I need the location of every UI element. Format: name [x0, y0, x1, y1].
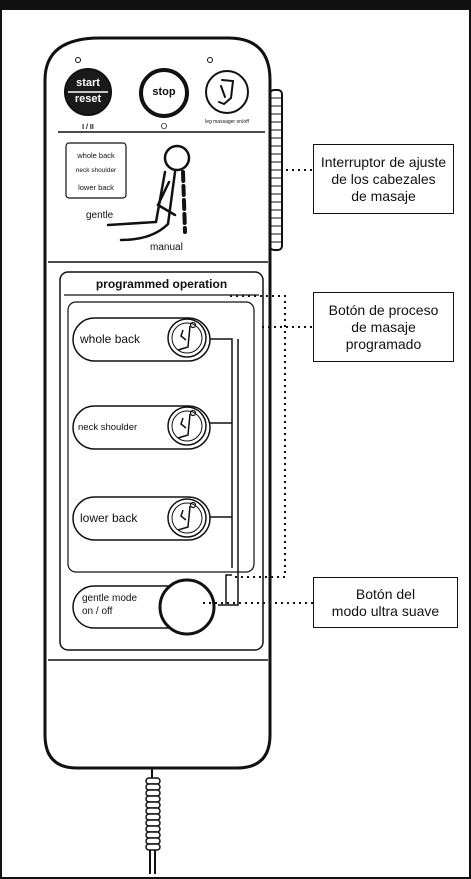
- start-reset-symbol: I / II: [82, 124, 94, 131]
- leg-icon: [218, 79, 235, 105]
- callout-head-adjust: Interruptor de ajuste de los cabezales d…: [313, 144, 454, 214]
- gentle-mode-button[interactable]: [158, 578, 216, 636]
- lower-back-label: lower back: [80, 511, 138, 525]
- gentle-label: gentle: [86, 210, 114, 221]
- start-reset-button[interactable]: [64, 68, 112, 116]
- lower-back-icon: [167, 498, 207, 538]
- gentle-mode-label-line1: gentle mode: [82, 593, 138, 604]
- callout-head-adjust-text: Interruptor de ajuste de los cabezales d…: [320, 153, 447, 204]
- reset-label: reset: [74, 93, 102, 105]
- stop-label: stop: [152, 86, 176, 98]
- start-label: start: [76, 77, 100, 89]
- neck-shoulder-icon: [167, 406, 207, 446]
- leader-lines: [203, 169, 313, 604]
- callout-gentle-mode-text: Botón del modo ultra suave: [331, 585, 440, 619]
- programmed-operation-panel: [59, 271, 264, 651]
- programmed-operation-title: programmed operation: [95, 277, 228, 291]
- leg-massager-label: leg massager on/off: [205, 119, 249, 125]
- whole-back-icon: [167, 318, 207, 358]
- callout-programmed-text: Botón de proceso de masaje programado: [328, 301, 439, 352]
- gentle-mode-label-line2: on / off: [82, 606, 113, 617]
- leg-massager-button[interactable]: [205, 70, 249, 114]
- neck-shoulder-label: neck shoulder: [78, 422, 138, 433]
- callout-gentle-mode: Botón del modo ultra suave: [313, 577, 458, 628]
- manual-label: manual: [150, 242, 183, 253]
- callout-programmed: Botón de proceso de masaje programado: [313, 292, 454, 362]
- head-option-neck-shoulder[interactable]: neck shoulder: [75, 167, 117, 174]
- head-option-whole-back[interactable]: whole back: [77, 151, 115, 160]
- body-figure-icon: [106, 144, 191, 242]
- head-adjust-wheel[interactable]: [269, 89, 283, 251]
- head-option-lower-back[interactable]: lower back: [78, 183, 114, 192]
- stop-symbol: O: [160, 122, 168, 131]
- head-selector-box: [65, 142, 127, 199]
- whole-back-label: whole back: [80, 332, 141, 346]
- stop-button[interactable]: [139, 68, 189, 118]
- cable-cord: [145, 768, 161, 874]
